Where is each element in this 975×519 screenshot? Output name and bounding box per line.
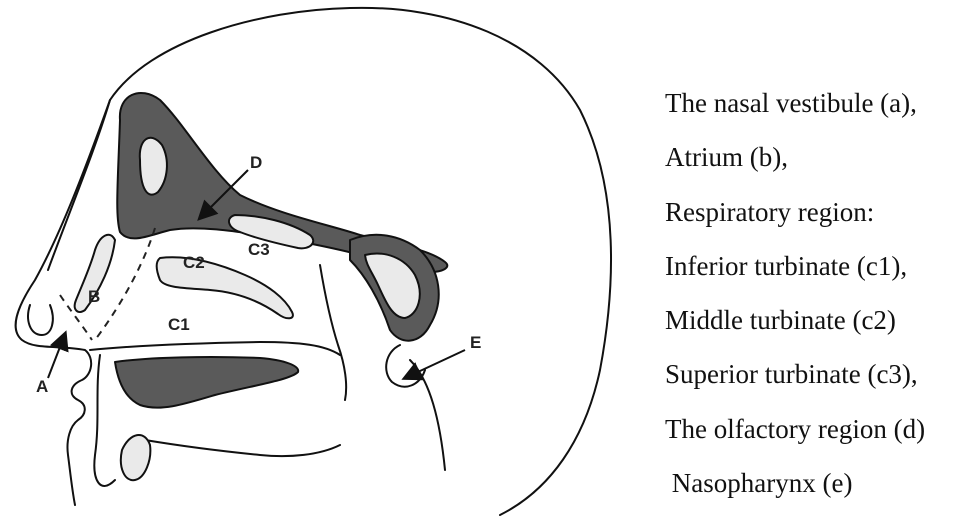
label-e: E [470, 333, 481, 352]
arrow-a [48, 334, 65, 378]
middle-turbinate [157, 257, 293, 318]
hard-palate [115, 357, 298, 408]
legend-superior-turbinate: Superior turbinate (c3), [665, 347, 925, 401]
label-d: D [250, 153, 262, 172]
label-c3: C3 [248, 240, 270, 259]
tooth [121, 435, 150, 480]
label-b: B [88, 287, 100, 306]
lower-jaw [94, 355, 115, 486]
legend-middle-turbinate: Middle turbinate (c2) [665, 293, 925, 347]
legend-olfactory-region: The olfactory region (d) [665, 402, 925, 456]
oral-outline [145, 440, 340, 456]
nasal-floor [90, 342, 340, 355]
pharynx-wall [410, 360, 445, 470]
label-c1: C1 [168, 315, 190, 334]
label-c2: C2 [183, 253, 205, 272]
nostril [28, 305, 53, 335]
anatomy-legend: The nasal vestibule (a), Atrium (b), Res… [665, 76, 925, 510]
frontal-sinus [140, 138, 167, 195]
eustachian-tube-opening [386, 345, 425, 387]
legend-atrium: Atrium (b), [665, 130, 925, 184]
posterior-nasal-wall [320, 265, 346, 400]
legend-nasopharynx: Nasopharynx (e) [665, 456, 925, 510]
legend-nasal-vestibule: The nasal vestibule (a), [665, 76, 925, 130]
label-a: A [36, 377, 48, 396]
legend-inferior-turbinate: Inferior turbinate (c1), [665, 239, 925, 293]
legend-respiratory-region: Respiratory region: [665, 185, 925, 239]
